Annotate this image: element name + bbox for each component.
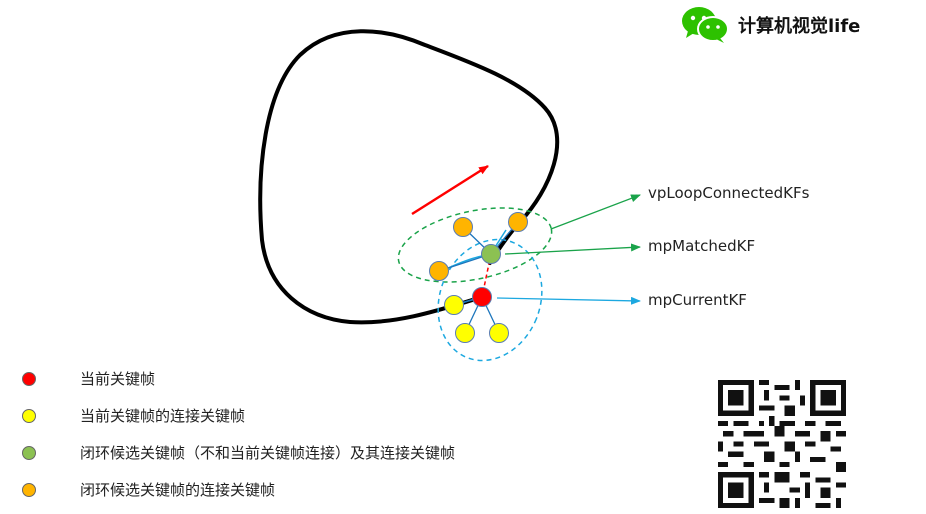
callout-arrow-loop-connected	[550, 194, 641, 230]
current-connected-kf-node	[444, 295, 464, 315]
legend-label: 当前关键帧的连接关键帧	[80, 407, 246, 425]
loop-candidate-connections	[438, 221, 519, 272]
legend-label: 闭环候选关键帧（不和当前关键帧连接）及其连接关键帧	[80, 444, 456, 462]
legend-label: 闭环候选关键帧的连接关键帧	[80, 481, 276, 499]
wechat-icon	[682, 7, 729, 43]
callout-arrow-matched	[504, 243, 641, 255]
current-connected-kf-node	[489, 323, 509, 343]
legend-item: 闭环候选关键帧的连接关键帧	[22, 471, 455, 508]
callout-arrow-current	[496, 296, 641, 305]
current-connected-kf-node	[455, 323, 475, 343]
brand-text: 计算机视觉life	[738, 16, 861, 37]
current-group-ellipse	[437, 238, 543, 362]
brand-watermark: 计算机视觉life	[680, 4, 860, 46]
callout-current-kf: mpCurrentKF	[648, 291, 747, 309]
motion-direction-arrow	[411, 164, 489, 216]
legend: 当前关键帧 当前关键帧的连接关键帧 闭环候选关键帧（不和当前关键帧连接）及其连接…	[22, 360, 455, 508]
current-kf-node	[472, 287, 492, 307]
legend-dot-loop-candidate-kf	[22, 445, 36, 460]
trajectory-loop	[258, 29, 560, 325]
legend-dot-current-connected-kf	[22, 408, 36, 423]
loop-connected-kf-node	[508, 212, 528, 232]
callout-matched-kf: mpMatchedKF	[648, 237, 756, 255]
legend-item: 当前关键帧	[22, 360, 455, 397]
callout-loop-connected-kfs: vpLoopConnectedKFs	[648, 184, 810, 202]
legend-item: 当前关键帧的连接关键帧	[22, 397, 455, 434]
loop-connected-kf-node	[453, 217, 473, 237]
legend-item: 闭环候选关键帧（不和当前关键帧连接）及其连接关键帧	[22, 434, 455, 471]
legend-dot-loop-connected-kf	[22, 482, 36, 497]
loop-connected-kf-node	[429, 261, 449, 281]
legend-dot-current-kf	[22, 371, 36, 386]
legend-label: 当前关键帧	[80, 370, 156, 388]
qr-code	[718, 380, 846, 508]
loop-candidate-kf-node	[481, 244, 501, 264]
